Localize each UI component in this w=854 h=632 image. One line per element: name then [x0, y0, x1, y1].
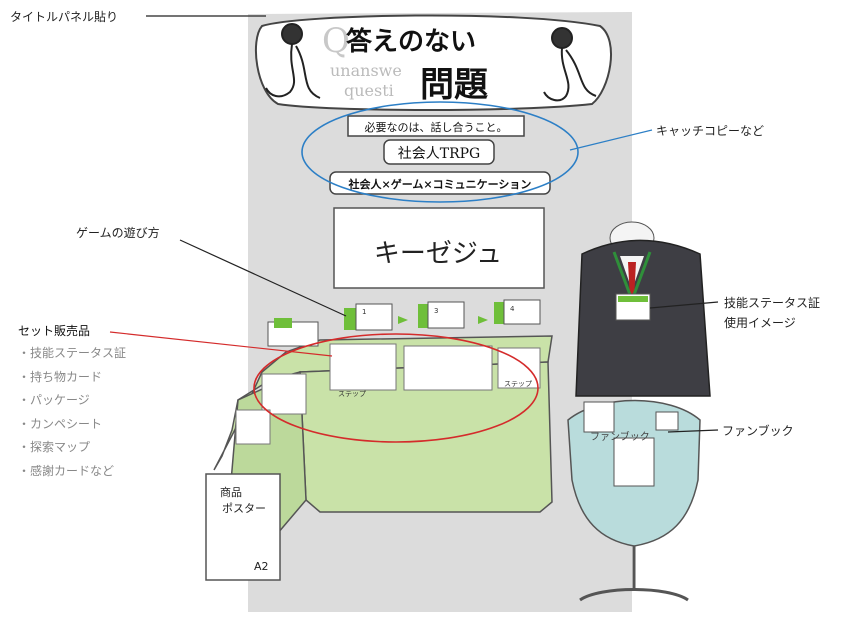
- poster-text-2: ポスター: [222, 502, 266, 515]
- set-items-list: ・技能ステータス証 ・持ち物カード ・パッケージ ・カンペシート ・探索マップ …: [18, 342, 126, 483]
- copy-plaque-2: [383, 139, 495, 165]
- label-title-panel: タイトルパネル貼り: [10, 10, 119, 24]
- copy-1: 必要なのは、話し合うこと。: [365, 120, 508, 134]
- table-item-sheet-1: [329, 343, 397, 391]
- label-set-items: セット販売品: [18, 324, 91, 338]
- step-card-3: 4: [494, 299, 541, 325]
- poster-board: [205, 473, 281, 581]
- leader-set-items: [109, 331, 333, 357]
- title-q: Q: [322, 21, 350, 61]
- copy-2: 社会人TRPG: [398, 146, 480, 162]
- leader-fanbook: [667, 429, 719, 433]
- copy-3: 社会人×ゲーム×コミュニケーション: [348, 177, 532, 191]
- title-en-1: unanswe: [330, 61, 402, 80]
- set-item: ・持ち物カード: [18, 369, 103, 384]
- fanbook-display: ファンブック: [567, 399, 701, 602]
- svg-text:3: 3: [434, 307, 438, 315]
- table-item-sheet-5: [235, 409, 271, 445]
- set-item: ・探索マップ: [18, 440, 91, 454]
- set-items-highlight: [253, 333, 539, 443]
- set-item: ・カンペシート: [18, 416, 103, 431]
- table-item-package-green: [274, 318, 292, 328]
- title-main-1: 答えのない: [346, 26, 476, 57]
- copy-plaque-1: [347, 115, 525, 137]
- label-catchcopy: キャッチコピーなど: [656, 124, 765, 138]
- fanbook-cover-text: ファンブック: [590, 430, 650, 443]
- poster-size: A2: [254, 560, 269, 573]
- svg-text:1: 1: [362, 308, 366, 316]
- leader-how-to-play: [179, 239, 347, 317]
- title-creature-left: [265, 23, 321, 99]
- svg-text:4: 4: [510, 305, 515, 313]
- step-card-2: 3: [418, 301, 465, 329]
- title-main-2: 問題: [420, 65, 488, 105]
- title-creature-right: [543, 27, 597, 102]
- label-status-card-1: 技能ステータス証: [724, 296, 821, 310]
- step-arrow-2: [478, 316, 488, 324]
- label-fanbook: ファンブック: [722, 424, 794, 438]
- table-item-sheet-3: [497, 347, 541, 389]
- table-item-sheet-2: [403, 345, 493, 391]
- title-en-2: questi: [344, 81, 394, 100]
- step-arrow-1: [398, 316, 408, 324]
- board-text: キーゼジュ: [374, 239, 502, 269]
- label-how-to-play: ゲームの遊び方: [76, 226, 160, 240]
- step-label-2: ステップ: [504, 380, 532, 388]
- suit-display: [575, 221, 711, 397]
- title-panel: [255, 14, 613, 111]
- set-item: ・パッケージ: [18, 393, 90, 407]
- leader-status-card: [649, 301, 719, 309]
- step-card-1: 1: [344, 303, 393, 331]
- set-item: ・技能ステータス証: [18, 346, 127, 360]
- poster-text-1: 商品: [220, 485, 242, 499]
- how-to-play-board: [333, 207, 545, 289]
- leader-catchcopy: [569, 129, 653, 151]
- set-item: ・感謝カードなど: [18, 463, 115, 478]
- step-label-1: ステップ: [338, 390, 366, 398]
- table-item-sheet-4: [261, 373, 307, 415]
- label-status-card-2: 使用イメージ: [724, 316, 796, 330]
- catchcopy-highlight: [301, 101, 579, 203]
